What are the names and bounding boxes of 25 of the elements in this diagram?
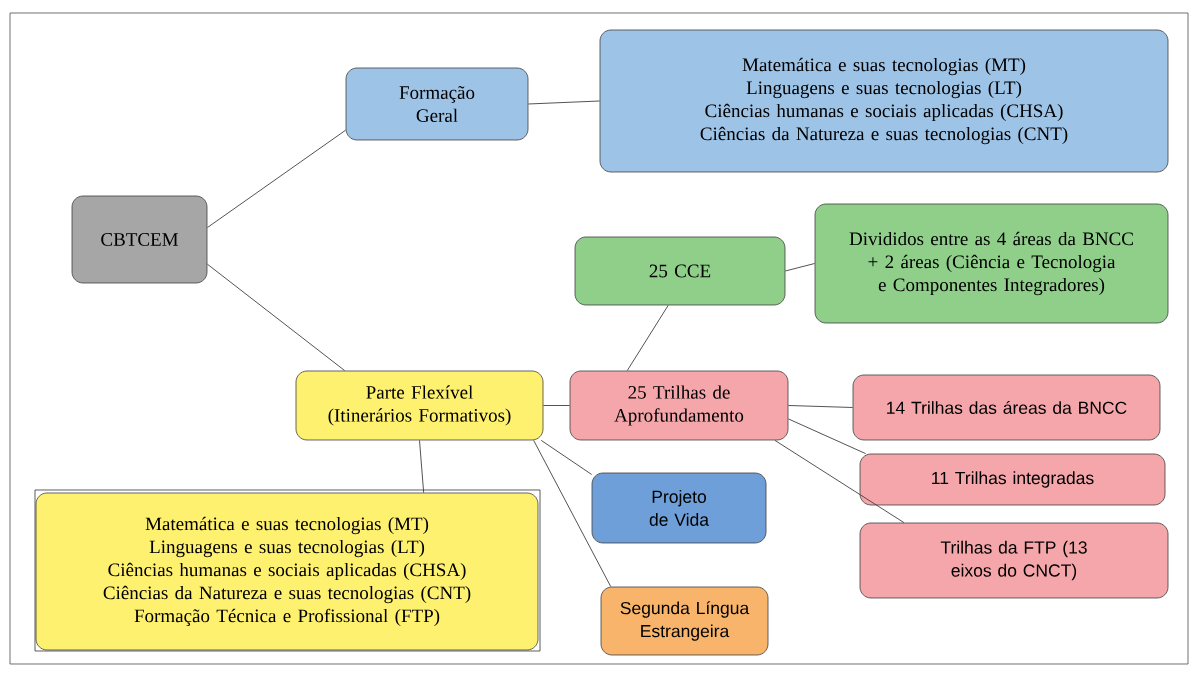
- root-box: CBTCEM: [71, 195, 208, 284]
- note-box: Divididos entre as 4 áreas da BNCC + 2 áreas (Ciência e Tecnologia e Componentes Integradores): [814, 203, 1169, 324]
- list-box: Matemática e suas tecnologias (MT) Linguagens e suas tecnologias (LT) Ciências humanas e sociais aplicadas (CHSA) Ciências da Natureza e suas tecnologias (CNT) Formação Técnica e Profissional (FTP): [35, 492, 539, 651]
- process-box: Parte Flexível (Itinerários Formativos): [295, 370, 544, 441]
- process-box: Formação Geral: [345, 67, 529, 141]
- process-box: Projeto de Vida: [591, 472, 767, 544]
- list-box: Matemática e suas tecnologias (MT) Linguagens e suas tecnologias (LT) Ciências humanas e sociais aplicadas (CHSA) Ciências da Natureza e suas tecnologias (CNT): [599, 29, 1169, 173]
- connector-line: [787, 405, 854, 408]
- process-box: Trilhas da FTP (13 eixos do CNCT): [859, 522, 1169, 599]
- connector-line: [540, 439, 593, 475]
- connector-line: [419, 439, 425, 494]
- process-box: 14 Trilhas das áreas da BNCC: [852, 374, 1161, 441]
- process-box: 25 Trilhas de Aprofundamento: [569, 370, 789, 441]
- connector-line: [542, 405, 571, 406]
- process-box: 25 CCE: [574, 236, 786, 306]
- connector-line: [626, 304, 669, 372]
- connector-line: [784, 263, 816, 272]
- process-box: 11 Trilhas integradas: [859, 453, 1166, 506]
- connector-line: [774, 439, 905, 524]
- connector-line: [787, 418, 867, 455]
- connector-line: [527, 100, 601, 105]
- connector-line: [206, 129, 347, 228]
- connector-line: [206, 263, 346, 372]
- connector-line: [533, 439, 612, 588]
- process-box: Segunda Língua Estrangeira: [600, 586, 769, 656]
